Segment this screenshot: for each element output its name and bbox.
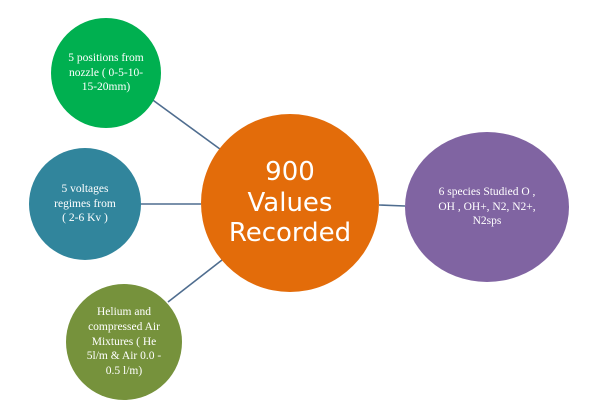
positions-node-label: 5 positions from nozzle ( 0-5-10- 15-20m…	[68, 51, 144, 94]
species-node: 6 species Studied O , OH , OH+, N2, N2+,…	[405, 132, 569, 282]
mixtures-node-label: Helium and compressed Air Mixtures ( He …	[86, 305, 162, 378]
voltages-node-label: 5 voltages regimes from ( 2-6 Kv )	[54, 182, 116, 225]
connector-line-positions	[149, 97, 225, 153]
positions-node: 5 positions from nozzle ( 0-5-10- 15-20m…	[51, 18, 161, 128]
connector-line-mixtures	[167, 259, 223, 303]
center-node: 900 Values Recorded	[201, 114, 379, 292]
species-node-label: 6 species Studied O , OH , OH+, N2, N2+,…	[438, 185, 536, 228]
mixtures-node: Helium and compressed Air Mixtures ( He …	[66, 284, 182, 400]
voltages-node: 5 voltages regimes from ( 2-6 Kv )	[29, 148, 141, 260]
connector-line-species	[378, 204, 406, 207]
center-node-label: 900 Values Recorded	[228, 156, 352, 249]
